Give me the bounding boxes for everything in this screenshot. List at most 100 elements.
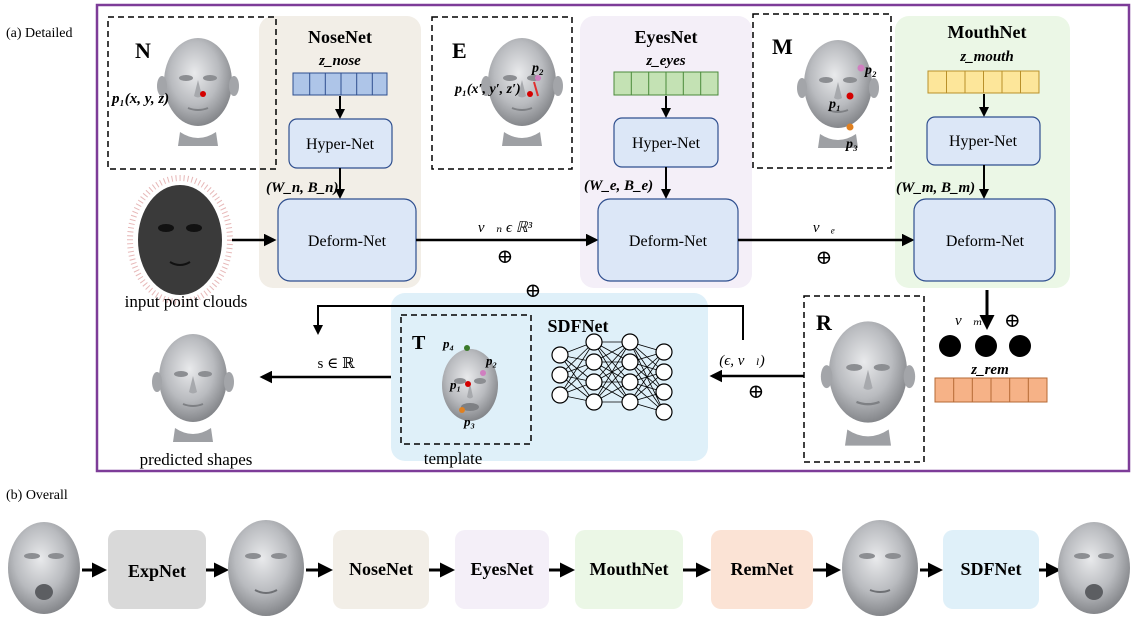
nosenet-hyper-label: Hyper-Net: [306, 136, 375, 153]
mouth-crop-letter: M: [772, 34, 793, 59]
stage-expnet: [108, 530, 206, 609]
panel-a-title: (a) Detailed: [6, 26, 72, 41]
input-point-cloud: [127, 175, 233, 305]
rem-crop-letter: R: [816, 310, 833, 335]
output-label: predicted shapes: [140, 450, 253, 469]
eyesnet-latent-label: z_eyes: [645, 53, 685, 69]
network-node: [585, 393, 603, 411]
network-node: [585, 333, 603, 351]
ellipsis-dot-1: [939, 335, 961, 357]
rem-crop-box: [803, 295, 925, 463]
overall-face-3: [842, 520, 918, 616]
eyes-crop-letter: E: [452, 38, 467, 63]
mouth-point-1: [846, 92, 854, 100]
rem-latent-vector: [934, 377, 1048, 403]
nosenet-title: NoseNet: [308, 27, 372, 47]
network-node: [655, 383, 673, 401]
nose-crop-head: [156, 37, 240, 147]
overall-face-2: [228, 520, 304, 616]
eyesnet-params-label: (W_e, B_e): [584, 178, 653, 194]
nosenet-params-label: (W_n, B_n): [266, 180, 339, 196]
sdf-input-label: (ϵ, v⃗ₗ): [719, 353, 765, 369]
stage-sdfnet-label: SDFNet: [961, 559, 1022, 579]
ellipsis-dot-3: [1009, 335, 1031, 357]
nose-crop-box: [107, 16, 277, 170]
network-edge: [629, 351, 665, 403]
nosenet-latent-vector: [292, 72, 388, 96]
network-edge: [593, 341, 631, 383]
input-label: input point clouds: [125, 292, 248, 311]
eyesnet-title: EyesNet: [635, 27, 698, 47]
nose-point-label: p₁(x, y, z): [110, 91, 169, 107]
vm-label: v⃗ₘ: [955, 313, 983, 329]
template-point-3-label: p₃: [463, 414, 475, 429]
eyes-point-1-label: p₁(x′, y′, z′): [454, 82, 521, 97]
s-label: s ∈ ℝ: [318, 356, 355, 372]
eyes-point-2: [535, 75, 541, 81]
eyes-point-1: [527, 91, 533, 97]
oplus-5: ⊕: [748, 381, 765, 403]
template-box: [400, 314, 532, 445]
mouth-point-2: [857, 64, 865, 72]
mouth-crop-box: [752, 13, 892, 169]
network-node: [621, 393, 639, 411]
stage-remnet-label: RemNet: [731, 559, 794, 579]
network-node: [551, 386, 569, 404]
mouthnet-params-label: (W_m, B_m): [896, 180, 975, 196]
template-point-3: [459, 407, 465, 413]
stage-remnet: [711, 530, 813, 609]
panel-a-frame: [95, 3, 1131, 473]
oplus-2: ⊕: [816, 247, 833, 269]
stage-sdfnet: [943, 530, 1039, 609]
template-point-1: [465, 381, 471, 387]
mouthnet-latent-label: z_mouth: [959, 49, 1013, 65]
network-edge: [559, 341, 595, 396]
network-node: [655, 363, 673, 381]
network-node: [655, 403, 673, 421]
stage-eyesnet-label: EyesNet: [471, 559, 534, 579]
oplus-4: ⊕: [525, 280, 542, 302]
template-point-4-label: p₄: [442, 336, 454, 351]
oplus-3: ⊕: [1004, 310, 1021, 332]
network-node: [551, 346, 569, 364]
eyes-crop-box: [431, 16, 573, 170]
stage-nosenet-label: NoseNet: [349, 559, 413, 579]
rem-crop-head: [819, 320, 917, 447]
eyesnet-hyper-label: Hyper-Net: [632, 135, 701, 152]
mouthnet-title: MouthNet: [948, 22, 1027, 42]
stage-eyesnet: [455, 530, 549, 609]
stage-mouthnet: [575, 530, 683, 609]
ve-label: v⃗ₑ: [813, 220, 835, 236]
sdfnet-network-graph: [551, 333, 673, 421]
overall-face-1: [8, 522, 80, 614]
template-point-2-label: p₂: [485, 353, 497, 368]
stage-nosenet: [333, 530, 429, 609]
oplus-1: ⊕: [497, 246, 514, 268]
mouth-point-3-label: p₃: [845, 137, 858, 152]
ellipsis-dot-2: [975, 335, 997, 357]
mouthnet-deform-label: Deform-Net: [946, 233, 1025, 250]
network-node: [621, 333, 639, 351]
mouth-point-1-label: p₁: [828, 97, 841, 112]
network-node: [585, 373, 603, 391]
template-letter: T: [412, 332, 426, 354]
template-point-4: [464, 345, 470, 351]
eyesnet-latent-vector: [613, 71, 719, 96]
network-node: [655, 343, 673, 361]
network-edge: [593, 361, 631, 403]
nosenet-latent-label: z_nose: [318, 53, 361, 69]
template-point-2: [480, 370, 486, 376]
network-node: [585, 353, 603, 371]
vn-label: v⃗ₙ ϵ ℝ³: [478, 220, 533, 236]
network-edge: [593, 341, 631, 403]
stage-expnet-label: ExpNet: [128, 561, 186, 581]
mouthnet-deform-box: [913, 198, 1056, 282]
network-node: [621, 353, 639, 371]
mouthnet-hyper-label: Hyper-Net: [949, 133, 1018, 150]
eyes-point-2-label: p₂: [531, 61, 544, 76]
nose-point: [200, 91, 206, 97]
template-point-1-label: p₁: [449, 377, 461, 392]
mouthnet-latent-vector: [927, 70, 1040, 94]
nosenet-deform-label: Deform-Net: [308, 233, 387, 250]
